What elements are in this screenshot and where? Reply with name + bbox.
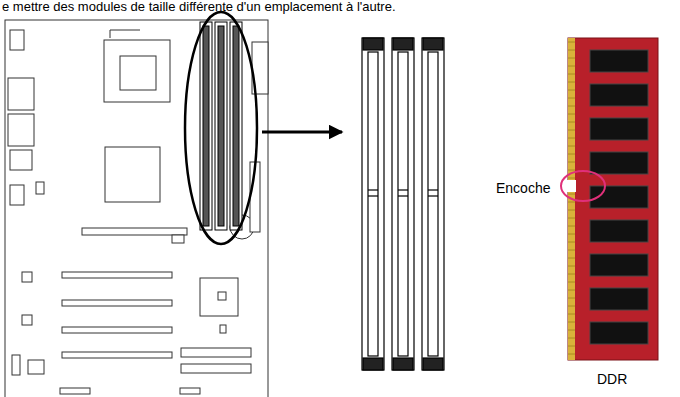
part-label: DDR bbox=[597, 371, 627, 387]
notch-highlight bbox=[561, 171, 605, 201]
ddr-module bbox=[566, 38, 658, 360]
dimm-slots-small bbox=[200, 22, 242, 230]
note-text: e mettre des modules de taille différent… bbox=[2, 0, 396, 15]
dimm-slots-large bbox=[362, 38, 444, 370]
motherboard bbox=[5, 20, 268, 397]
arrow bbox=[262, 131, 342, 134]
part-label: Encoche bbox=[496, 180, 550, 196]
highlight-ellipse bbox=[185, 12, 257, 244]
